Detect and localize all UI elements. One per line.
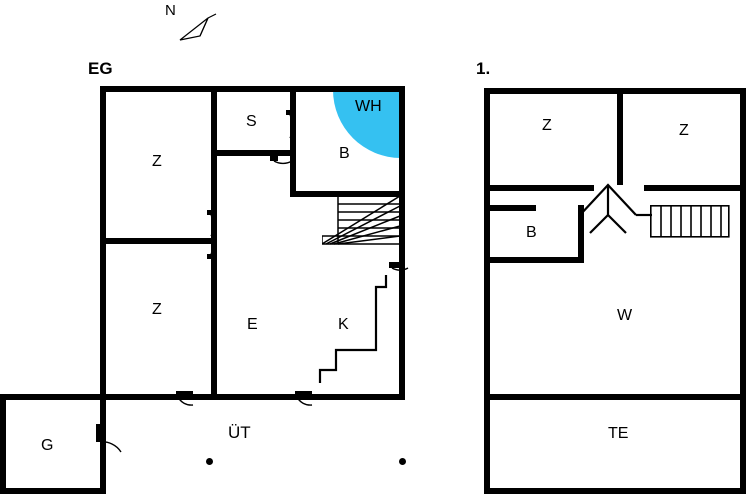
door-ut-right (295, 391, 325, 411)
first-interior-wall-top-band-left (484, 185, 594, 191)
garage-wall-right (100, 394, 106, 494)
door-hall-left-upper (203, 210, 225, 240)
room-b-first: B (526, 224, 537, 241)
room-te: TE (608, 425, 629, 442)
first-outer-wall-top (484, 88, 746, 94)
room-z-upper-right-first: Z (679, 122, 689, 139)
door-entry-right (389, 262, 413, 286)
door-hall-left-lower (203, 244, 225, 274)
first-outer-wall-bottom (484, 488, 746, 494)
garage-wall-bottom (0, 488, 106, 494)
room-z-upper-left-first: Z (542, 117, 552, 134)
room-z-upper-left: Z (152, 153, 162, 170)
ground-interior-wall-b-bottom (290, 191, 405, 197)
terrace-marker-right (399, 458, 406, 465)
garage-wall-left (0, 394, 6, 494)
ground-outer-wall-top (100, 86, 405, 92)
ground-staircase (322, 196, 401, 245)
room-wh: WH (355, 98, 382, 115)
room-e: E (247, 316, 258, 333)
room-z-lower-left: Z (152, 301, 162, 318)
ground-floor-title: EG (88, 59, 113, 78)
first-floor-title: 1. (476, 59, 491, 78)
room-k: K (338, 316, 349, 333)
first-outer-wall-left (484, 88, 490, 494)
terrace-marker-left (206, 458, 213, 465)
room-g: G (41, 437, 54, 454)
compass-label: N (165, 2, 176, 19)
ground-outer-wall-right (399, 86, 405, 400)
room-b-ground: B (339, 145, 350, 162)
room-ut: ÜT (228, 423, 251, 442)
ground-interior-wall-horizontal-left (100, 238, 217, 244)
first-interior-wall-top-band-right (644, 185, 746, 191)
room-w: W (617, 307, 633, 324)
ground-interior-wall-s-bottom (217, 150, 296, 156)
compass-needle-icon (179, 13, 217, 41)
garage-wall-top (0, 394, 106, 400)
k-room-partition-line (318, 275, 388, 383)
first-interior-wall-te-top (484, 394, 746, 400)
door-s-top (286, 110, 304, 140)
room-s: S (246, 113, 257, 130)
first-landing-lines (580, 183, 652, 234)
door-s-bottom (270, 156, 296, 178)
door-ut-left (176, 391, 206, 411)
first-interior-wall-b-bottom (484, 257, 584, 263)
first-outer-wall-right (740, 88, 746, 494)
ground-interior-wall-vertical-right (290, 86, 296, 191)
door-garage (96, 424, 124, 456)
first-interior-wall-between-z (617, 88, 623, 185)
first-interior-wall-b-top (484, 205, 536, 211)
first-interior-wall-b-right (578, 205, 584, 263)
first-staircase (650, 205, 730, 238)
